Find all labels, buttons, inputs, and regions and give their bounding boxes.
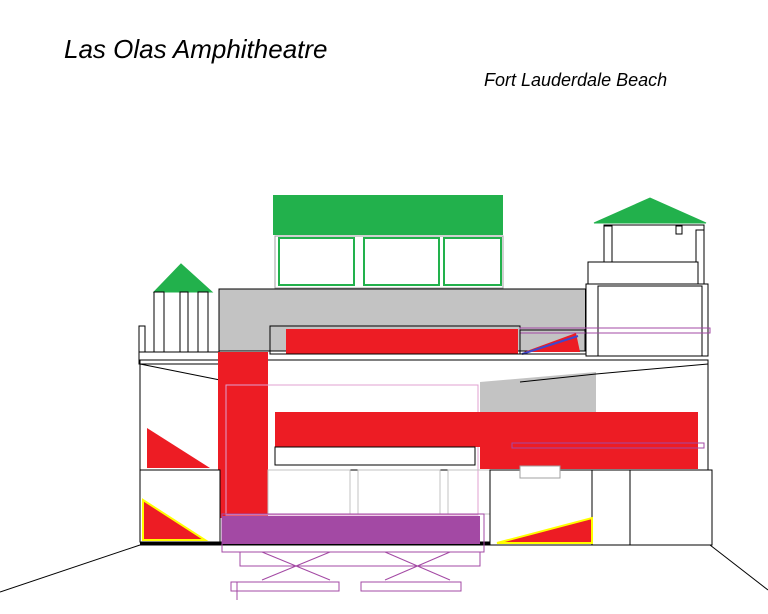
left-pavilion <box>138 263 220 365</box>
stage-lift-frame <box>239 551 481 567</box>
right-pavilion <box>585 197 709 357</box>
lower-right-block <box>489 469 713 546</box>
left-pavilion-column <box>153 291 165 353</box>
right-pavilion-inner <box>597 285 703 357</box>
right-pavilion-body <box>585 283 709 357</box>
top-green-canopy <box>273 195 504 289</box>
main-red-step <box>480 447 512 469</box>
right-pavilion-post <box>603 225 613 267</box>
upper-grey-step <box>270 289 585 329</box>
lower-right-sill <box>519 465 561 479</box>
purple-rail-mid <box>511 442 705 449</box>
main-body <box>139 352 709 518</box>
lower-window <box>357 469 441 515</box>
main-red-band <box>275 412 698 447</box>
canopy-window-frame <box>274 235 504 289</box>
stage <box>221 513 485 600</box>
lower-window <box>267 469 351 515</box>
left-pavilion-column <box>179 291 189 353</box>
wedge-frame <box>519 329 587 355</box>
main-red-lower <box>512 447 698 469</box>
drawing-title: Las Olas Amphitheatre <box>64 34 328 64</box>
grey-wedge-right <box>480 372 596 412</box>
drawing-subtitle: Fort Lauderdale Beach <box>484 70 668 90</box>
red-column-top <box>236 352 266 362</box>
stage-platform <box>222 516 480 544</box>
lower-right-red-triangle <box>496 516 593 544</box>
left-pavilion-post <box>138 325 146 353</box>
right-upper-wedge <box>519 327 711 355</box>
canopy-window <box>278 237 355 286</box>
stage-lift-base <box>230 581 340 592</box>
pink-outline-box <box>225 384 479 516</box>
right-pavilion-upper-frame <box>603 224 705 266</box>
right-pavilion-band <box>587 261 699 285</box>
lower-left-red-triangle <box>142 498 209 541</box>
canopy-roof <box>273 195 503 235</box>
upper-red-panel <box>286 329 518 354</box>
right-pavilion-post <box>675 225 683 235</box>
red-wedge <box>524 333 580 352</box>
lower-level <box>139 465 713 546</box>
canopy-window <box>363 237 440 286</box>
right-pavilion-roof <box>593 197 707 224</box>
upper-grey-level <box>218 288 586 352</box>
left-red-triangle <box>147 428 210 468</box>
left-pavilion-roof <box>152 263 214 293</box>
stage-lift-base <box>360 581 462 592</box>
white-sill <box>274 446 476 466</box>
left-pavilion-column <box>197 291 209 353</box>
canopy-window <box>443 237 502 286</box>
ground-lines <box>0 541 768 593</box>
